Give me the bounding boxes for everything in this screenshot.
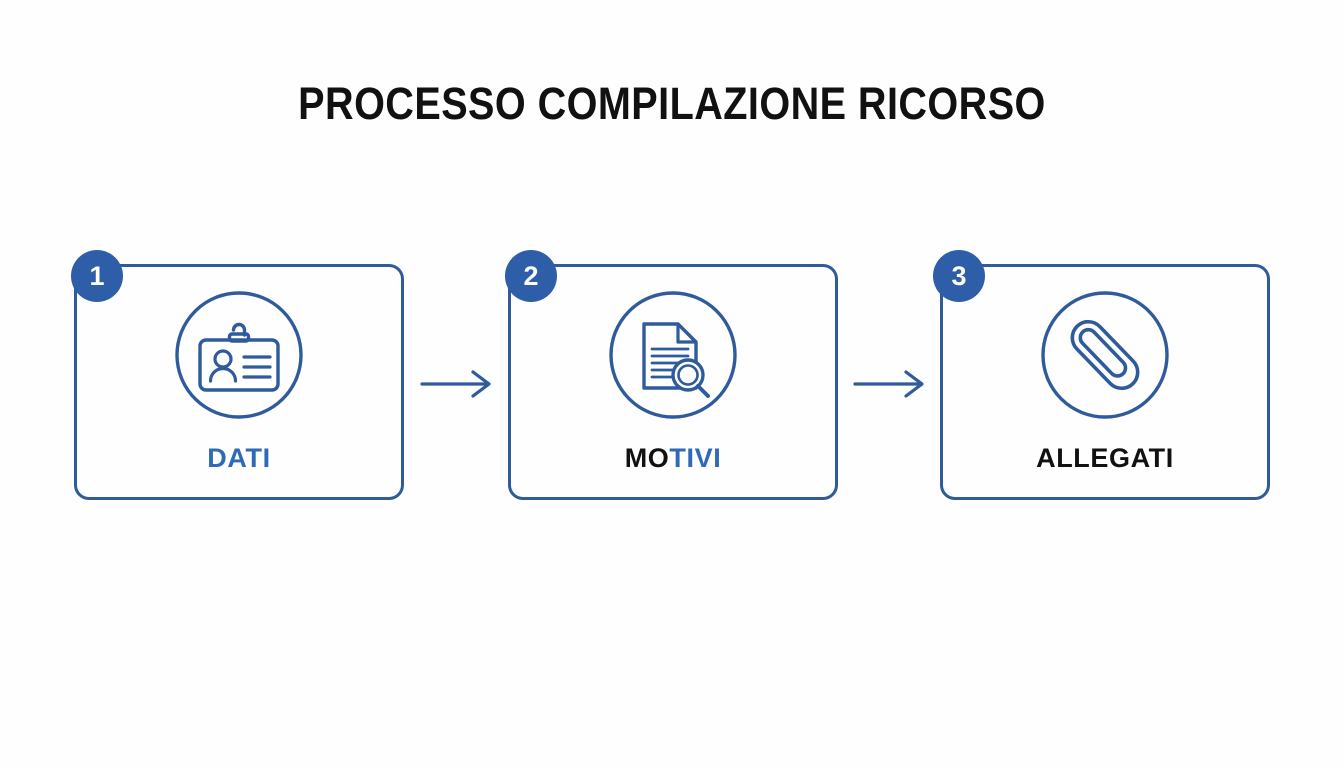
step-badge-2: 2: [505, 250, 557, 302]
step-label-allegati: ALLEGATI: [1036, 443, 1174, 473]
page-title: PROCESSO COMPILAZIONE RICORSO: [298, 78, 1046, 129]
step-badge-1: 1: [71, 250, 123, 302]
step-badge-3: 3: [933, 250, 985, 302]
arrow-step2-to-step3-icon: [853, 370, 924, 398]
step-label-dati: DATI: [207, 443, 271, 473]
arrow-step1-to-step2-icon: [420, 370, 491, 398]
step-card-dati[interactable]: DATI: [74, 264, 404, 500]
document-search-icon: [609, 291, 737, 419]
step-label-motivi-prefix: MO: [624, 443, 670, 473]
step-card-motivi[interactable]: MOTIVI: [508, 264, 838, 500]
step-card-allegati[interactable]: ALLEGATI: [940, 264, 1270, 500]
id-card-icon: [175, 291, 303, 419]
step-label-motivi-suffix: TIVI: [669, 443, 722, 473]
step-label-motivi: MOTIVI: [625, 443, 722, 474]
process-flow: DATI: [0, 250, 1344, 530]
paperclip-icon: [1041, 291, 1169, 419]
